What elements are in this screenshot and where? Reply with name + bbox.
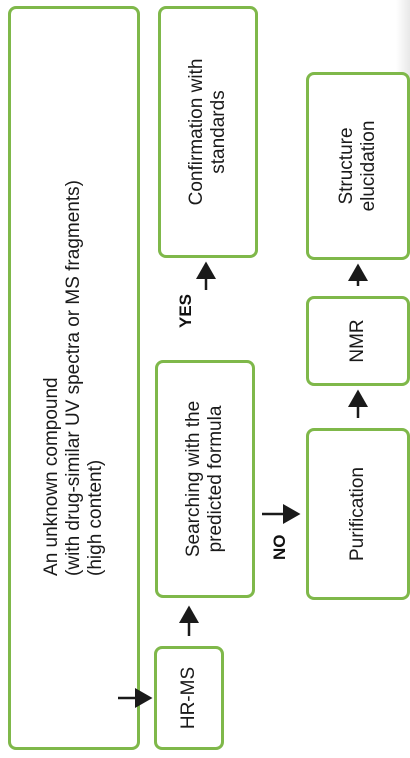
node-purification: Purification [306,428,410,600]
edge-label-no: NO [270,534,289,561]
node-confirmation: Confirmation with standards [158,6,258,258]
node-searching: Searching with the predicted formula [155,360,255,598]
node-unknown-compound: An unknown compound (with drug-similar U… [8,6,140,750]
node-nmr: NMR [306,296,410,386]
edge-label-yes: YES [176,293,195,328]
node-hr-ms: HR-MS [154,646,224,750]
node-structure-elucidation: Structure elucidation [306,72,410,260]
